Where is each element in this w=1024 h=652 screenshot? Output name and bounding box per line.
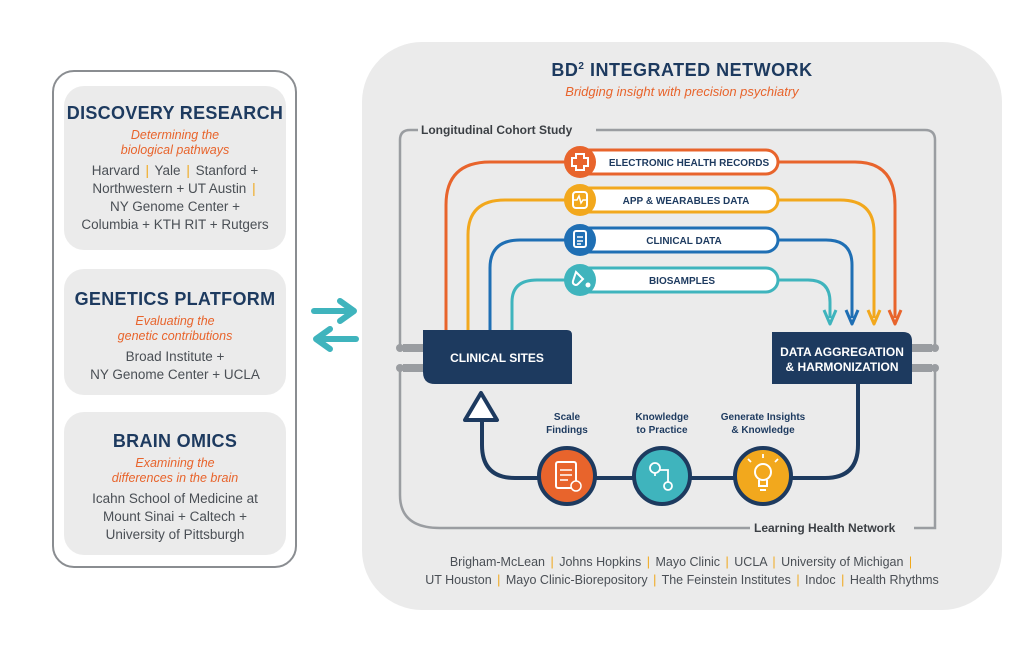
- inst-line: University of Pittsburgh: [105, 527, 245, 542]
- svg-text:& Knowledge: & Knowledge: [731, 425, 795, 436]
- card-discovery-research: DISCOVERY RESEARCH Determining the biolo…: [64, 86, 286, 250]
- connector-dot: [396, 364, 404, 372]
- card-institutions: Harvard | Yale | Stanford + Northwestern…: [64, 162, 286, 234]
- card-institutions: Icahn School of Medicine at Mount Sinai …: [64, 490, 286, 544]
- subtitle-line: genetic contributions: [117, 329, 233, 343]
- report-icon: [555, 461, 577, 489]
- exchange-arrows-icon: [311, 298, 359, 352]
- svg-text:Generate Insights: Generate Insights: [721, 412, 806, 423]
- lightbulb-icon: [754, 463, 772, 481]
- clinical-sites-label: CLINICAL SITES: [450, 351, 544, 365]
- left-outline-frame: [52, 70, 297, 568]
- svg-text:Scale: Scale: [554, 412, 581, 423]
- inst-line: Mount Sinai + Caltech +: [102, 509, 248, 524]
- stream-ehr: ELECTRONIC HEALTH RECORDS: [564, 146, 780, 178]
- connector-dot: [931, 344, 939, 352]
- network-subtitle: Bridging insight with precision psychiat…: [565, 84, 799, 99]
- card-title: BRAIN OMICS: [112, 431, 238, 451]
- stream-label: BIOSAMPLES: [649, 276, 715, 287]
- subtitle-line: differences in the brain: [111, 471, 239, 485]
- inst-line: Columbia + KTH RIT + Rutgers: [81, 217, 269, 232]
- cycle-scale-findings: Scale Findings: [537, 412, 597, 506]
- subtitle-line: Determining the: [130, 128, 220, 142]
- stream-label: ELECTRONIC HEALTH RECORDS: [609, 158, 770, 169]
- inst-line: Northwestern + UT Austin |: [92, 181, 256, 196]
- test-tube-icon: [571, 270, 585, 286]
- smartwatch-icon: [572, 191, 588, 209]
- network-title: BD2 INTEGRATED NETWORK: [551, 60, 813, 80]
- inst-line: Broad Institute +: [125, 349, 225, 364]
- card-brain-omics: BRAIN OMICS Examining the differences in…: [64, 412, 286, 555]
- cohort-bracket-left: [398, 128, 418, 346]
- card-subtitle: Evaluating the genetic contributions: [64, 314, 286, 344]
- subtitle-line: Evaluating the: [135, 314, 215, 328]
- subtitle-line: biological pathways: [120, 143, 230, 157]
- learning-bracket-right: [914, 370, 937, 530]
- card-institutions: Broad Institute + NY Genome Center + UCL…: [64, 348, 286, 384]
- learning-label: Learning Health Network: [754, 521, 896, 535]
- card-title: GENETICS PLATFORM: [74, 289, 276, 309]
- clipboard-icon: [573, 230, 587, 248]
- card-genetics-platform: GENETICS PLATFORM Evaluating the genetic…: [64, 269, 286, 395]
- aggregation-label-2: & HARMONIZATION: [785, 360, 898, 374]
- svg-text:to Practice: to Practice: [636, 425, 688, 436]
- stream-biosamples: BIOSAMPLES: [564, 264, 780, 296]
- card-title: DISCOVERY RESEARCH: [66, 103, 284, 123]
- stream-label: CLINICAL DATA: [646, 236, 722, 247]
- learning-bracket-left: [398, 370, 750, 530]
- data-aggregation-block: DATA AGGREGATION & HARMONIZATION: [772, 332, 912, 384]
- loop-arrowhead: [463, 391, 499, 422]
- footer-institutions-line-1: Brigham-McLean | Johns Hopkins | Mayo Cl…: [449, 555, 913, 569]
- cohort-label: Longitudinal Cohort Study: [421, 123, 573, 137]
- footer-institutions-line-2: UT Houston | Mayo Clinic-Biorepository |…: [425, 573, 939, 587]
- cohort-bracket-right: [596, 128, 937, 346]
- inst-line: Icahn School of Medicine at: [92, 491, 258, 506]
- svg-text:Knowledge: Knowledge: [635, 412, 689, 423]
- svg-text:Findings: Findings: [546, 425, 588, 436]
- connector-dot: [931, 364, 939, 372]
- card-subtitle: Examining the differences in the brain: [64, 456, 286, 486]
- medical-cross-icon: [571, 153, 589, 171]
- stream-clinical-data: CLINICAL DATA: [564, 224, 780, 256]
- aggregation-label-1: DATA AGGREGATION: [780, 345, 904, 359]
- inst-line: NY Genome Center +: [110, 199, 240, 214]
- stream-app-wearables: APP & WEARABLES DATA: [564, 184, 780, 216]
- cycle-knowledge-to-practice: Knowledge to Practice: [632, 412, 692, 506]
- clinical-sites-block: CLINICAL SITES: [423, 330, 572, 384]
- stream-label: APP & WEARABLES DATA: [623, 196, 750, 207]
- connector-dot: [396, 344, 404, 352]
- inst-line: Harvard | Yale | Stanford +: [91, 163, 259, 178]
- card-subtitle: Determining the biological pathways: [64, 128, 286, 158]
- subtitle-line: Examining the: [135, 456, 215, 470]
- cycle-generate-insights: Generate Insights & Knowledge: [721, 412, 806, 506]
- inst-line: NY Genome Center + UCLA: [90, 367, 260, 382]
- network-diagram: Longitudinal Cohort Study Learning Healt…: [396, 123, 939, 535]
